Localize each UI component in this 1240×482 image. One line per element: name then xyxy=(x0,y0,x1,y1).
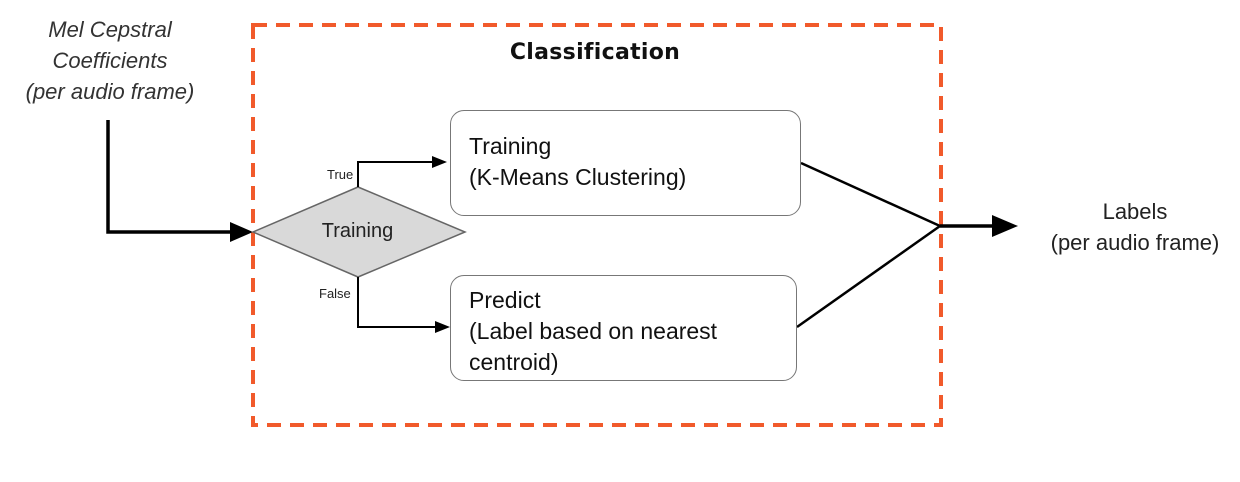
training-merge-line xyxy=(800,161,941,228)
predict-box-subtitle: (Label based on nearest xyxy=(469,318,718,344)
input-arrow-line xyxy=(106,120,230,234)
false-branch-arrowhead xyxy=(435,321,450,333)
predict-box-subtitle-cont: centroid) xyxy=(469,349,559,375)
training-box-title: Training xyxy=(469,133,552,159)
true-branch-line xyxy=(357,161,432,187)
output-label-line: Labels xyxy=(1102,199,1168,224)
input-arrow-head xyxy=(230,222,253,242)
predict-box: Predict (Label based on nearest centroid… xyxy=(450,275,797,381)
false-branch-line xyxy=(357,277,435,328)
input-label: Mel Cepstral Coefficients (per audio fra… xyxy=(0,14,220,107)
classification-title: Classification xyxy=(509,40,681,65)
training-box-subtitle: (K-Means Clustering) xyxy=(469,164,687,190)
input-label-line: Coefficients xyxy=(52,48,168,73)
true-branch-arrowhead xyxy=(432,156,447,168)
predict-box-title: Predict xyxy=(469,287,541,313)
output-arrow-head xyxy=(992,215,1018,237)
input-label-line: (per audio frame) xyxy=(25,79,195,104)
true-branch-label: True xyxy=(327,167,354,182)
decision-label: Training xyxy=(321,220,394,242)
decision-diamond xyxy=(251,186,467,278)
input-label-line: Mel Cepstral xyxy=(48,17,172,42)
output-label: Labels (per audio frame) xyxy=(1030,196,1240,258)
training-box: Training (K-Means Clustering) xyxy=(450,110,801,216)
predict-merge-line xyxy=(796,224,941,329)
false-branch-label: False xyxy=(319,286,351,301)
output-label-line: (per audio frame) xyxy=(1050,230,1220,255)
